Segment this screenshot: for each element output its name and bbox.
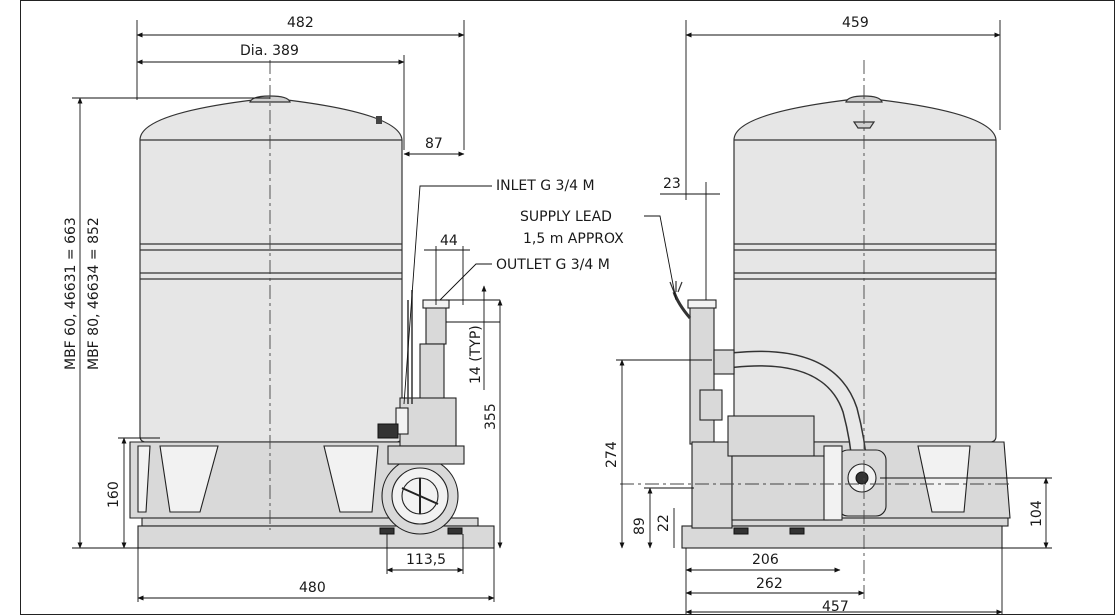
left-tank bbox=[139, 95, 403, 443]
dim-height-label-2: MBF 80, 46634 = 852 bbox=[86, 217, 102, 370]
left-pump bbox=[377, 290, 465, 535]
right-pump bbox=[687, 299, 843, 535]
dim-foot-spacing: 113,5 bbox=[406, 552, 446, 568]
right-view: 459 23 SUPPLY LEAD 1,5 m APPROX 274 89 2… bbox=[520, 15, 1052, 615]
right-tank bbox=[733, 95, 997, 443]
left-view: 482 Dia. 389 87 MBF 60, 46631 = 663 MBF … bbox=[63, 15, 610, 602]
label-inlet: INLET G 3/4 M bbox=[496, 178, 595, 194]
dim-vessel-port-height: 104 bbox=[1029, 500, 1045, 527]
dim-left-base-width: 480 bbox=[299, 580, 326, 596]
dim-height-label-1: MBF 60, 46631 = 663 bbox=[63, 217, 79, 370]
dim-right-width-overall: 459 bbox=[842, 15, 869, 31]
left-stand bbox=[129, 441, 495, 549]
dim-outlet-height: 355 bbox=[483, 403, 499, 430]
dim-depth-2: 262 bbox=[756, 576, 783, 592]
dim-outlet-spacing: 44 bbox=[440, 233, 458, 249]
dim-motor-axis-height: 89 bbox=[632, 517, 648, 535]
label-supply-lead-1: SUPPLY LEAD bbox=[520, 209, 612, 225]
dim-connection-height: 274 bbox=[604, 441, 620, 468]
dim-depth-1: 206 bbox=[752, 552, 779, 568]
dim-left-diameter: Dia. 389 bbox=[240, 43, 299, 59]
dim-base-plate-height: 22 bbox=[656, 514, 672, 532]
label-outlet: OUTLET G 3/4 M bbox=[496, 257, 610, 273]
dim-left-base-height: 160 bbox=[106, 481, 122, 508]
dim-lead-offset: 23 bbox=[663, 176, 681, 192]
dim-depth-overall: 457 bbox=[822, 599, 849, 615]
dim-thread-length: 14 (TYP) bbox=[468, 325, 484, 384]
dim-left-width-overall: 482 bbox=[287, 15, 314, 31]
label-supply-lead-2: 1,5 m APPROX bbox=[523, 231, 624, 247]
dim-left-pump-offset: 87 bbox=[425, 136, 443, 152]
